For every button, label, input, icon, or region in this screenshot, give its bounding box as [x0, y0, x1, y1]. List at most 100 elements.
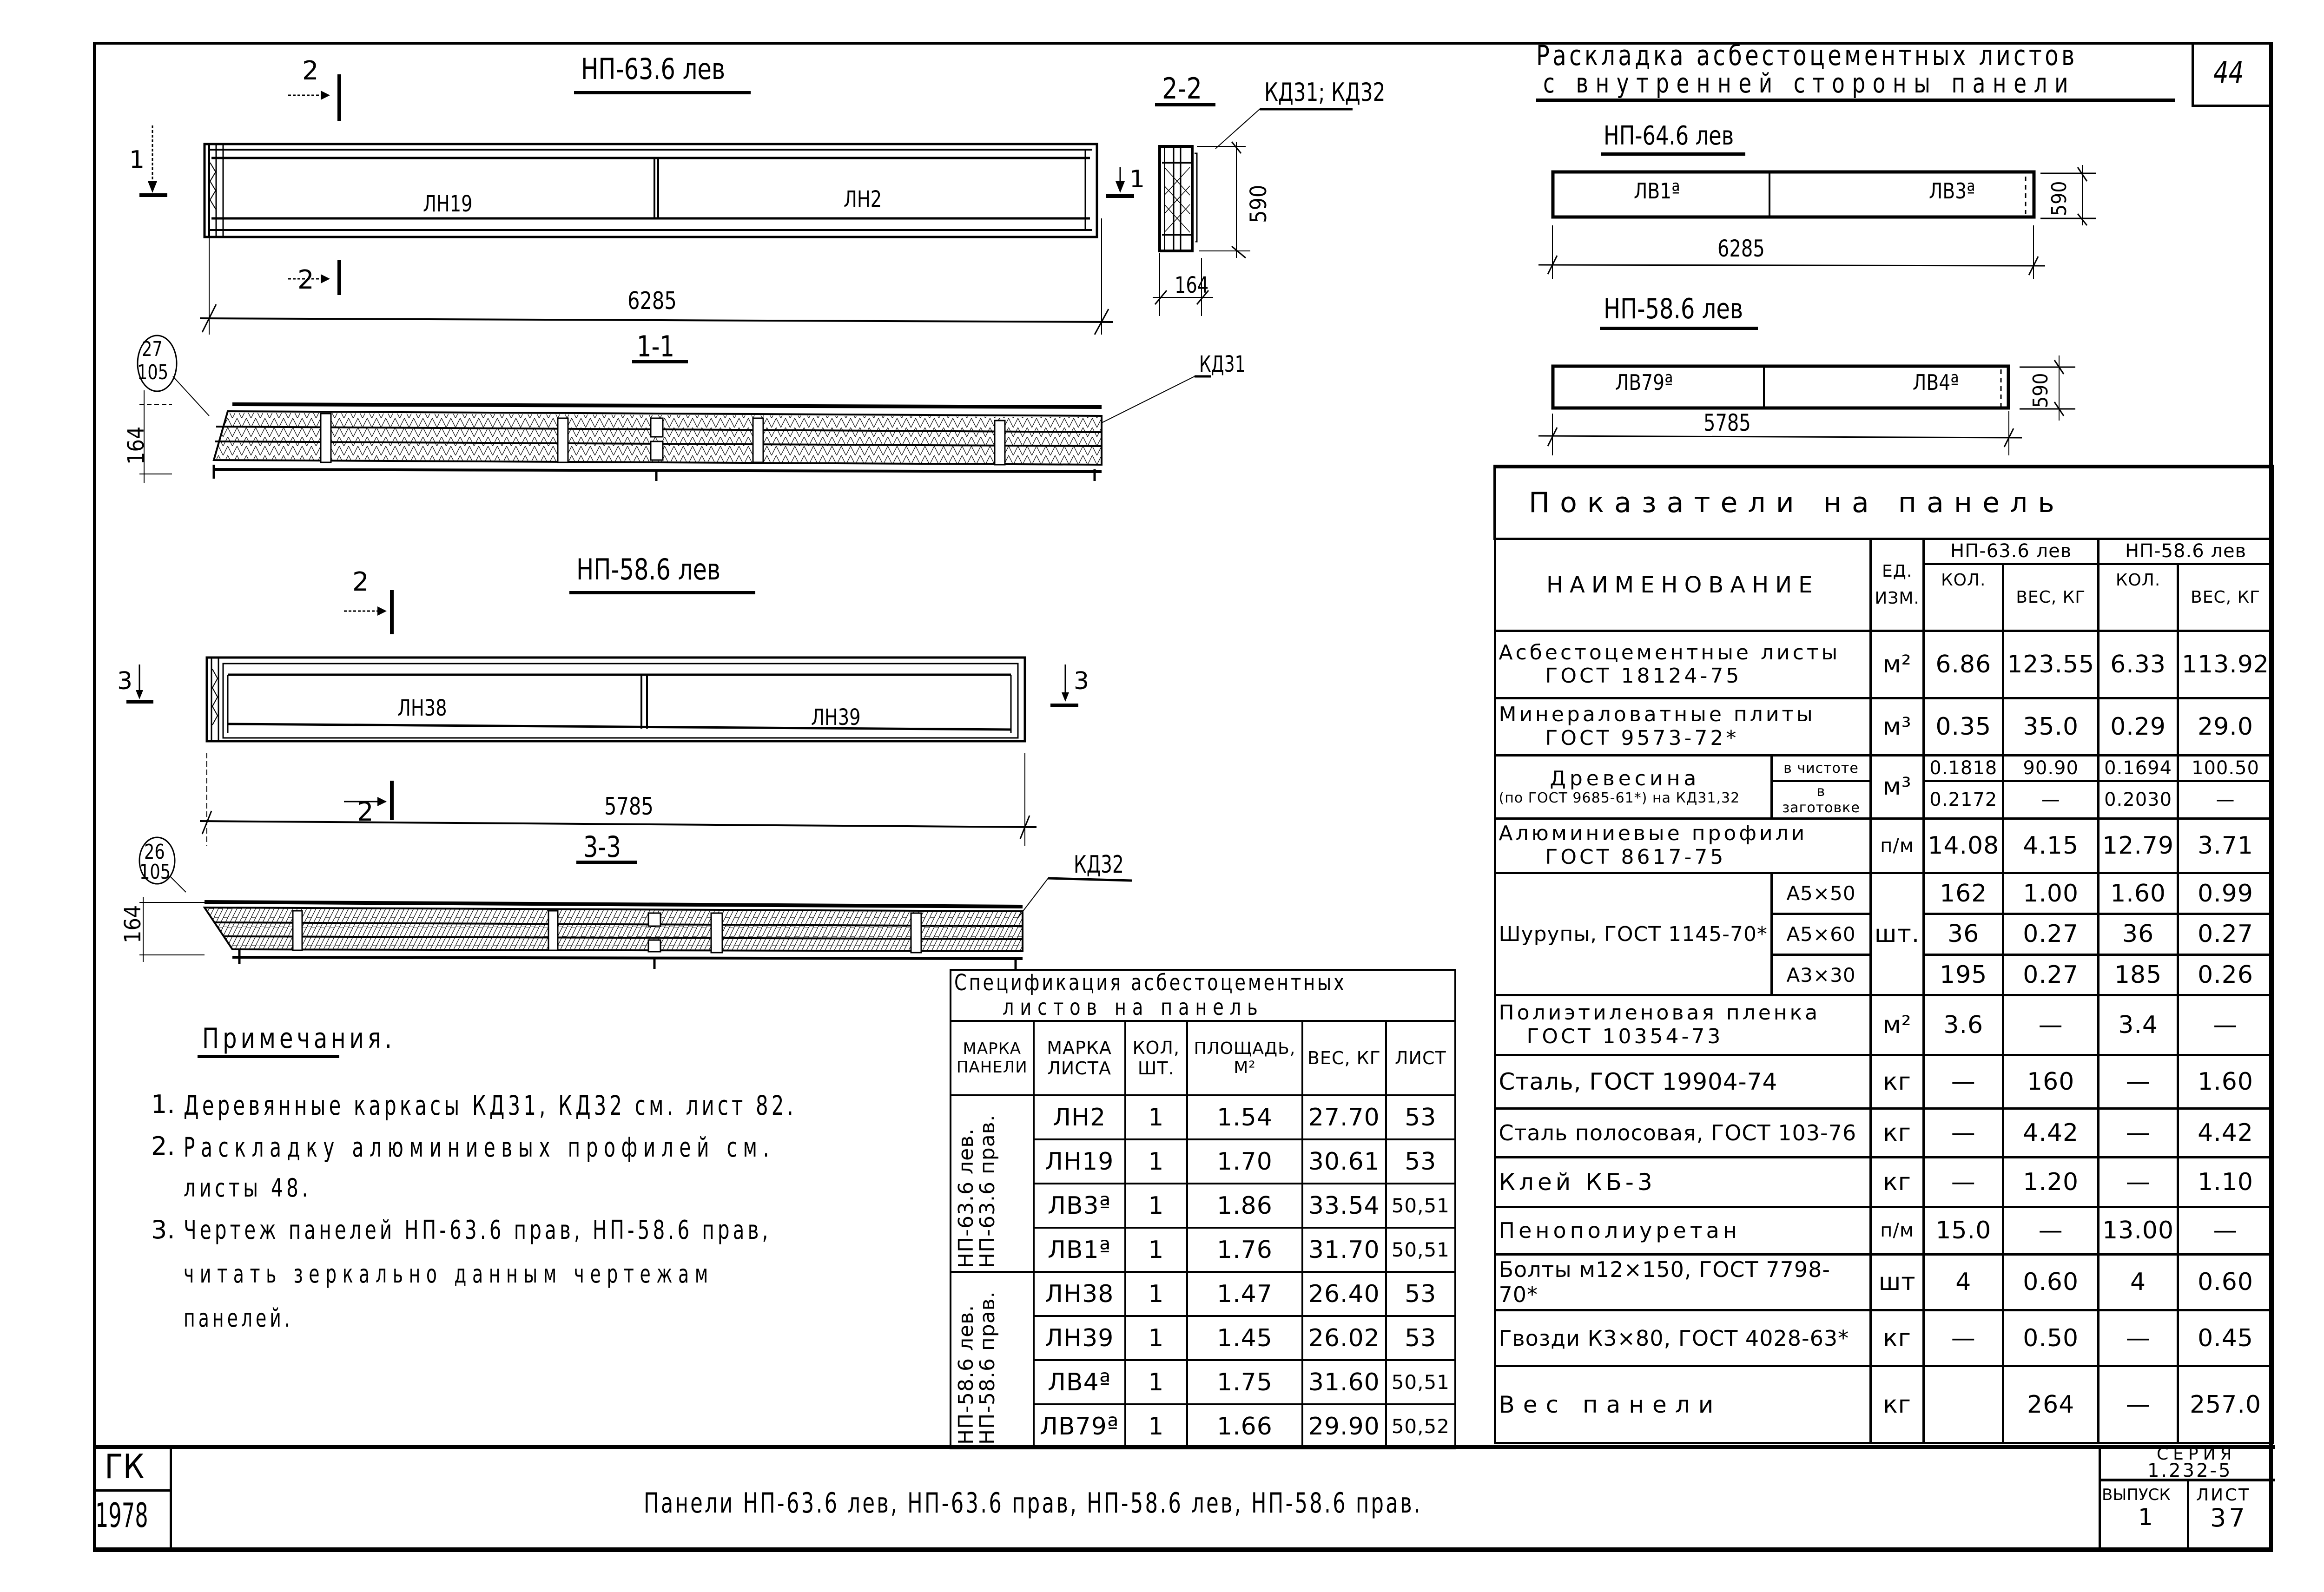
indicators-name: Шурупы, ГОСТ 1145-70*: [1493, 872, 1773, 997]
layout-panel-a-length: 6285: [1717, 235, 1765, 262]
spec-cell: 1: [1124, 1183, 1188, 1229]
spec-cell: 1.70: [1186, 1138, 1304, 1184]
np63-frame-leader: [1101, 375, 1211, 423]
indicators-value: 0.27: [2177, 912, 2274, 956]
corner-page-number: 44: [2213, 56, 2244, 90]
indicators-value: 264: [2002, 1365, 2100, 1444]
indicators-row: Сталь, ГОСТ 19904-74 кг — 160 — 1.60: [1493, 1053, 2274, 1110]
np63-title-underline: [574, 91, 751, 94]
spec-cell: 1.45: [1186, 1315, 1304, 1361]
indicators-value: 0.60: [2177, 1253, 2274, 1312]
layout-title-line-1: Раскладка асбестоцементных листов: [1536, 39, 2078, 72]
indicators-name: Пенополиуретан: [1493, 1205, 1872, 1256]
np63-frame-label: КД31: [1199, 351, 1246, 377]
np63-cut-2-top-arrow-icon: [288, 74, 341, 121]
indicators-value: 29.0: [2177, 697, 2274, 757]
spec-cell: 1: [1124, 1271, 1188, 1317]
indicators-value: 0.1818: [1922, 754, 2005, 783]
np63-plan-drawing: [203, 143, 1098, 238]
np58-cut-2-top-label: 2: [352, 567, 369, 597]
indicators-value: 160: [2002, 1053, 2100, 1110]
spec-cell: 53: [1385, 1315, 1457, 1361]
indicators-sublabel: в заготовке: [1770, 780, 1872, 820]
indicators-value: 35.0: [2002, 697, 2100, 757]
np58-sheet-left-label: ЛН38: [397, 695, 447, 721]
indicators-value: —: [2097, 1107, 2179, 1158]
indicators-row: Шурупы, ГОСТ 1145-70* А5×50 шт. 162 1.00…: [1493, 872, 2274, 997]
spec-cell: 1: [1124, 1094, 1188, 1140]
spec-header-area: ПЛОЩАДЬ, М²: [1186, 1020, 1304, 1096]
np58-cut-3-right-label: 3: [1074, 667, 1089, 695]
indicators-value: 123.55: [2002, 630, 2100, 699]
layout-panel-b-outline: [1538, 364, 2022, 455]
indicators-value: 0.27: [2002, 953, 2100, 997]
indicators-row: в заготовке 0.2172 — 0.2030 —: [1495, 780, 2274, 820]
indicators-unit: кг: [1869, 1107, 1925, 1158]
section22-drawing: [1153, 108, 1353, 316]
spec-row: ЛВ79ª 1 1.66 29.90 50,52: [951, 1403, 1457, 1449]
np58-section-underline: [576, 861, 637, 864]
spec-cell: 50,51: [1385, 1183, 1457, 1229]
indicators-value: 0.26: [2177, 953, 2274, 997]
spec-cell: 26.40: [1301, 1271, 1387, 1317]
indicators-name-line: Полиэтиленовая пленка: [1499, 1001, 1821, 1025]
np58-section-drawing: [203, 900, 1023, 969]
spec-cell: 33.54: [1301, 1183, 1387, 1229]
spec-cell: 53: [1385, 1094, 1457, 1140]
np58-cut-2-bottom-arrow-icon: [344, 781, 394, 820]
indicators-value: —: [2177, 1205, 2274, 1256]
indicators-value: 36: [2097, 912, 2179, 956]
spec-group-1-panel-lev: НП-63.6 лев.: [954, 1128, 978, 1268]
np58-cut-3-right-arrow-icon: [1050, 664, 1078, 707]
np58-cut-2-top-arrow-icon: [344, 590, 394, 634]
np63-cut-2-bottom-label: 2: [297, 265, 314, 295]
np63-cut-1-right-arrow-icon: [1106, 167, 1134, 198]
indicators-value: 113.92: [2177, 630, 2274, 699]
issue-value: 1: [2138, 1504, 2153, 1531]
indicators-name: Древесина (по ГОСТ 9685-61*) на КД31,32: [1493, 754, 1773, 820]
indicators-row: Болты м12×150, ГОСТ 7798-70* шт 4 0.60 4…: [1493, 1253, 2274, 1312]
indicators-unit: м³: [1869, 754, 1925, 820]
spec-cell: 26.02: [1301, 1315, 1387, 1361]
indicators-sublabel: А5×50: [1770, 872, 1872, 915]
indicators-value: 6.86: [1922, 630, 2005, 699]
indicators-value: 6.33: [2097, 630, 2179, 699]
indicators-name-line: ГОСТ 8617-75: [1545, 845, 1726, 869]
indicators-value: 14.08: [1922, 817, 2005, 875]
indicators-value: —: [2177, 780, 2274, 820]
spec-cell: 31.60: [1301, 1359, 1387, 1405]
indicators-name: Сталь, ГОСТ 19904-74: [1493, 1053, 1872, 1110]
note-3-line-3: панелей.: [184, 1303, 293, 1333]
indicators-value: 4.42: [2002, 1107, 2100, 1158]
notes-title: Примечания.: [202, 1022, 396, 1055]
layout-panel-b-height: 590: [2029, 373, 2053, 408]
spec-cell: 1.86: [1186, 1183, 1304, 1229]
indicators-value: —: [2097, 1053, 2179, 1110]
indicators-value: 0.45: [2177, 1309, 2274, 1368]
spec-cell: 1: [1124, 1403, 1188, 1449]
indicators-value: —: [2097, 1309, 2179, 1368]
spec-header-sheet-mark: МАРКА ЛИСТА: [1032, 1020, 1126, 1096]
indicators-unit: п/м: [1869, 1205, 1925, 1256]
indicators-unit: кг: [1869, 1365, 1925, 1444]
spec-cell: 1: [1124, 1227, 1188, 1273]
indicators-name-line: ГОСТ 9573-72*: [1545, 726, 1739, 750]
spec-cell: 50,52: [1385, 1403, 1457, 1449]
layout-panel-a-outline: [1538, 170, 2046, 279]
indicators-value: 0.29: [2097, 697, 2179, 757]
spec-group-2-panel: НП-58.6 лев. НП-58.6 прав.: [950, 1271, 1035, 1449]
indicators-value: —: [2002, 1205, 2100, 1256]
sheet-value: 37: [2210, 1503, 2248, 1533]
spec-cell: ЛН19: [1032, 1138, 1126, 1184]
indicators-name-line: Древесина: [1550, 766, 1700, 790]
indicators-value: 4.42: [2177, 1107, 2274, 1158]
layout-panel-b-height-dimension: [2020, 355, 2075, 421]
spec-cell: ЛВ3ª: [1032, 1183, 1126, 1229]
indicators-value: 1.10: [2177, 1156, 2274, 1208]
spec-cell: ЛН2: [1032, 1094, 1126, 1140]
np58-frame-label: КД32: [1074, 851, 1124, 879]
spec-row: ЛВ1ª 1 1.76 31.70 50,51: [951, 1227, 1457, 1273]
indicators-value: 1.60: [2177, 1053, 2274, 1110]
spec-cell: ЛВ1ª: [1032, 1227, 1126, 1273]
indicators-unit: кг: [1869, 1156, 1925, 1208]
